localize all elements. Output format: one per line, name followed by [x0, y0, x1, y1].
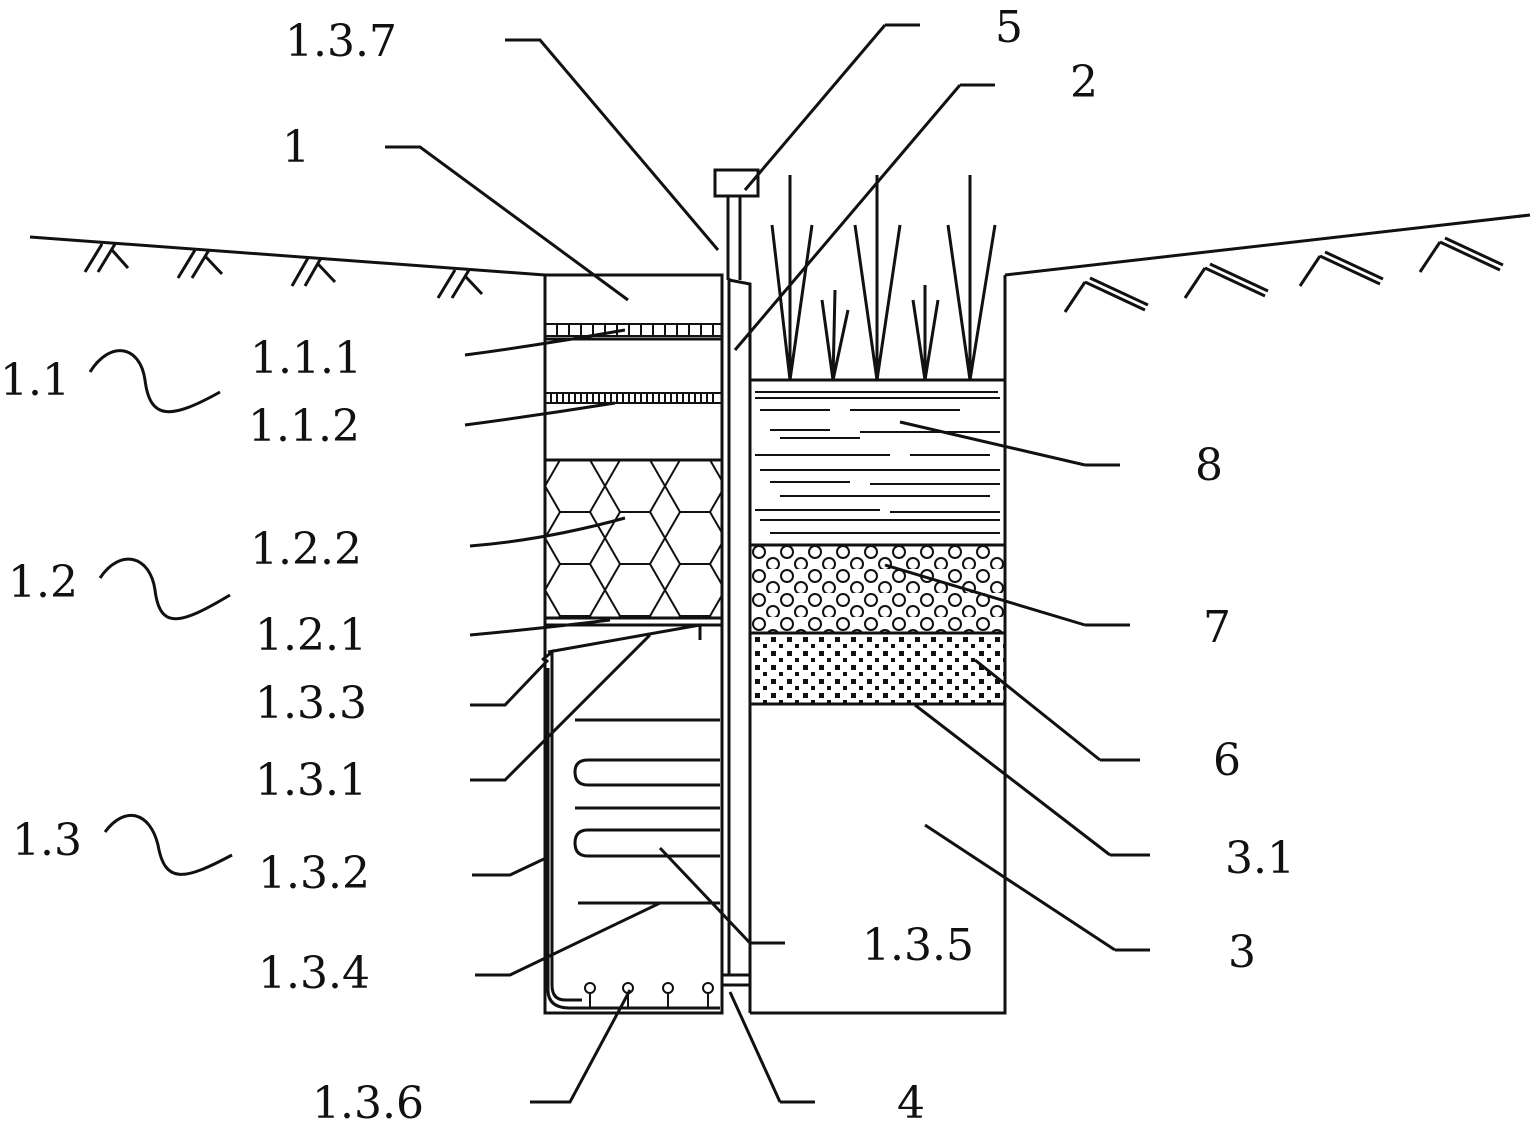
serpentine-coil-1	[573, 758, 720, 787]
label-4: 4	[897, 1078, 925, 1126]
filter-grid-upper	[544, 323, 723, 337]
label-7: 7	[1203, 602, 1231, 653]
label-1-1: 1.1	[0, 355, 70, 406]
label-1-2: 1.2	[8, 557, 78, 608]
label-1-3-3: 1.3.3	[255, 678, 367, 729]
aerator-row	[582, 982, 720, 1010]
label-5: 5	[995, 2, 1023, 53]
label-1: 1	[282, 122, 310, 173]
vent-cap	[713, 168, 760, 198]
label-3: 3	[1228, 927, 1256, 978]
honeycomb-media	[544, 459, 723, 619]
bottom-outlet	[722, 973, 750, 987]
label-8: 8	[1195, 440, 1223, 491]
fine-media-layer	[752, 634, 1004, 704]
label-1-3-6: 1.3.6	[312, 1078, 424, 1126]
soil-layer	[755, 391, 1000, 534]
label-1-2-1: 1.2.1	[255, 610, 367, 661]
treatment-tank	[541, 273, 724, 1015]
vent-pipe	[726, 196, 742, 280]
label-1-3-7: 1.3.7	[285, 16, 397, 67]
label-1-3-4: 1.3.4	[258, 948, 370, 999]
label-1-1-1: 1.1.1	[250, 333, 362, 384]
part-labels: 1 1.3.7 5 2 1.1 1.1.1 1.1.2 1.2 1.2.2 1.…	[0, 2, 1295, 1126]
label-1-3: 1.3	[12, 815, 82, 866]
side-pipe	[541, 648, 582, 1010]
wetland-plants	[770, 175, 997, 381]
label-6: 6	[1213, 735, 1241, 786]
label-1-2-2: 1.2.2	[250, 524, 362, 575]
label-1-3-2: 1.3.2	[258, 848, 370, 899]
sloped-baffle	[547, 623, 722, 654]
wetland-tank	[750, 175, 1007, 1015]
leader-lines	[88, 23, 1150, 1104]
partition-channel	[713, 168, 760, 1013]
serpentine-coil-2	[573, 828, 720, 858]
label-2: 2	[1070, 57, 1098, 108]
label-1-1-2: 1.1.2	[248, 401, 360, 452]
label-1-3-5: 1.3.5	[862, 920, 974, 971]
label-1-3-1: 1.3.1	[255, 755, 367, 806]
label-3-1: 3.1	[1225, 833, 1295, 884]
ground-surface	[29, 213, 1531, 313]
